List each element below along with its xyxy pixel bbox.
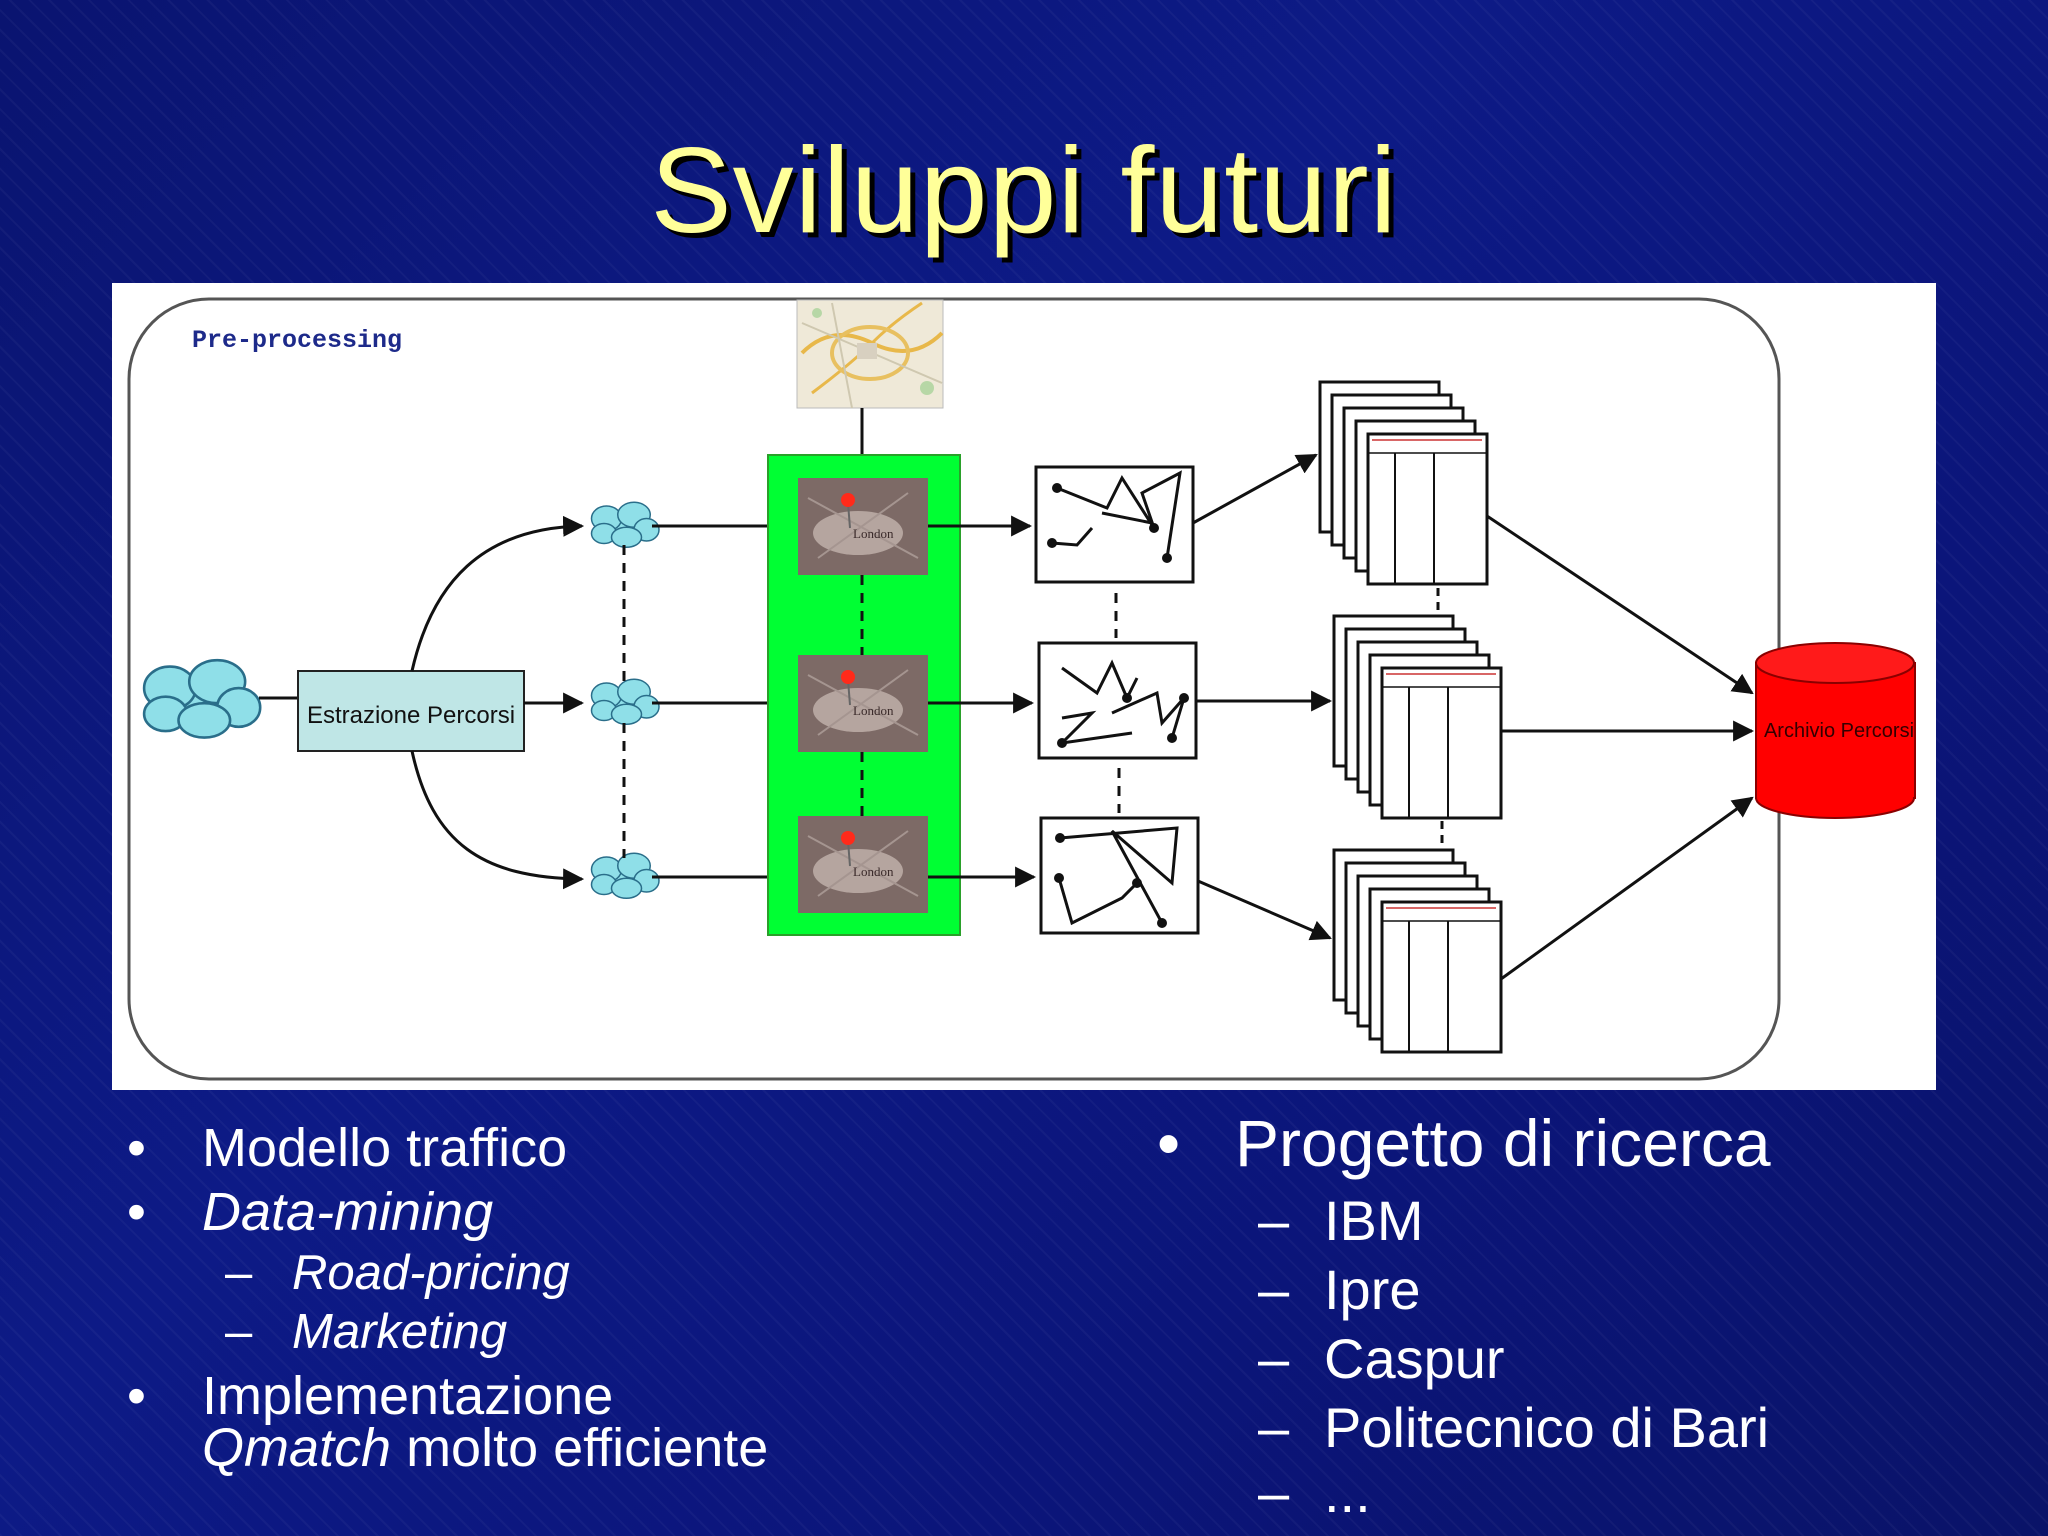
- bullet-marker: •: [1157, 1106, 1181, 1180]
- svg-text:London: London: [853, 703, 894, 718]
- list-title: Progetto di ricerca: [1235, 1106, 1771, 1180]
- dash-marker: –: [1258, 1396, 1290, 1459]
- dash-marker: –: [1258, 1189, 1290, 1252]
- svg-text:London: London: [853, 864, 894, 879]
- list-item: Implementazione: [202, 1366, 614, 1426]
- dash-marker: –: [225, 1305, 253, 1359]
- extraction-box: [297, 670, 525, 752]
- list-item: IBM: [1324, 1189, 1424, 1252]
- map-thumbnail-icon: [796, 299, 944, 409]
- archive-label: Archivio Percorsi: [1764, 720, 1914, 742]
- list-item: Data-mining: [202, 1182, 494, 1242]
- list-item: ...: [1324, 1461, 1371, 1524]
- dash-marker: –: [225, 1246, 253, 1300]
- list-item: Modello traffico: [202, 1118, 568, 1178]
- list-item: Road-pricing: [292, 1246, 570, 1300]
- pipeline-diagram: Pre-processing Estrazione Percorsi: [112, 283, 1936, 1090]
- route-graph-icon: [1034, 465, 1200, 935]
- source-cloud-icon: [142, 658, 262, 739]
- dash-marker: –: [1258, 1258, 1290, 1321]
- region-label: Pre-processing: [192, 326, 402, 355]
- list-item: Ipre: [1324, 1258, 1421, 1321]
- svg-text:London: London: [853, 526, 894, 541]
- dash-marker: –: [1258, 1327, 1290, 1390]
- bullet-marker: •: [127, 1182, 146, 1242]
- slide-title: Sviluppi futuri: [650, 122, 1398, 258]
- list-item: Marketing: [292, 1305, 508, 1359]
- list-item-continuation: Qmatch molto efficiente: [202, 1418, 769, 1478]
- extraction-box-label: Estrazione Percorsi: [307, 702, 515, 729]
- table-stack-icon: [1318, 380, 1503, 1054]
- bullet-marker: •: [127, 1118, 146, 1178]
- map-pin-photo-icon: London London London: [798, 478, 928, 913]
- list-item: Politecnico di Bari: [1324, 1396, 1770, 1459]
- dash-marker: –: [1258, 1461, 1290, 1524]
- list-item: Caspur: [1324, 1327, 1505, 1390]
- bullet-marker: •: [127, 1366, 146, 1426]
- database-cylinder-icon: [1755, 642, 1916, 819]
